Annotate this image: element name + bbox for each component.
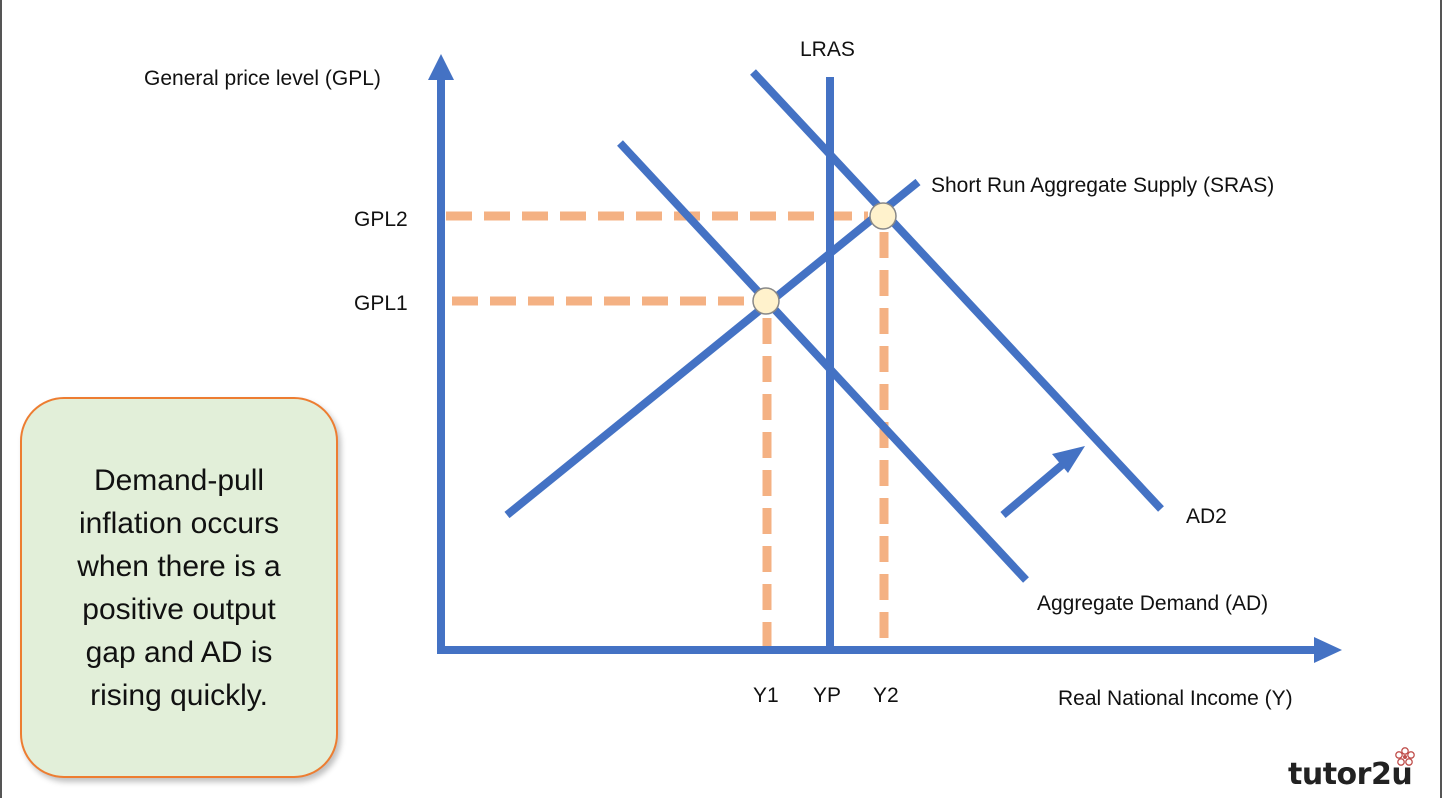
curves (504, 69, 1164, 652)
x-axis-label: Real National Income (Y) (1058, 687, 1293, 710)
ad2-label: AD2 (1186, 505, 1227, 528)
gpl2-label: GPL2 (354, 208, 408, 231)
y-axis-label: General price level (GPL) (144, 67, 381, 90)
x-axis-arrowhead (1314, 637, 1342, 663)
note-box: Demand-pull inflation occurs when there … (20, 397, 338, 778)
brand-logo: tutor2u (1288, 747, 1415, 792)
yp-label: YP (813, 684, 841, 707)
flower-icon (1395, 747, 1415, 766)
gpl1-label: GPL1 (354, 292, 408, 315)
shift-arrow-shaft (1000, 461, 1065, 519)
ad2-curve (750, 69, 1164, 512)
shift-arrow-head (1052, 446, 1085, 473)
equilibrium-point-1 (752, 287, 780, 315)
brand-name: tutor2u (1288, 757, 1413, 792)
y2-label: Y2 (873, 684, 899, 707)
sras-curve (504, 178, 921, 519)
y-axis-arrowhead (428, 54, 454, 80)
guide-lines (446, 211, 889, 648)
y1-label: Y1 (753, 684, 779, 707)
note-text: Demand-pull inflation occurs when there … (77, 463, 281, 712)
sras-label: Short Run Aggregate Supply (SRAS) (931, 174, 1274, 197)
equilibrium-point-2 (869, 202, 897, 230)
ad-curve (617, 140, 1029, 583)
lras-label: LRAS (800, 38, 855, 61)
axes (428, 54, 1342, 663)
ad-label: Aggregate Demand (AD) (1037, 592, 1268, 615)
